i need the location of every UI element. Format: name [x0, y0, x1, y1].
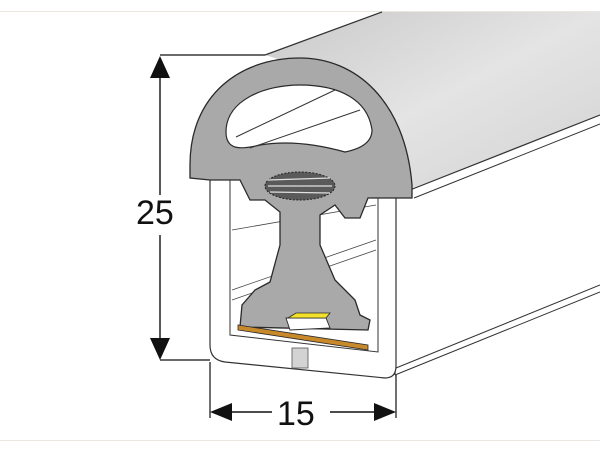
led-chip — [286, 312, 331, 319]
dome-extrusion — [264, 11, 600, 199]
height-dimension — [150, 54, 265, 361]
width-dimension — [209, 362, 397, 421]
height-dimension-label: 25 — [136, 194, 174, 232]
width-dimension-label: 15 — [275, 395, 317, 433]
mixing-texture — [264, 171, 336, 201]
housing-extrusion — [394, 198, 600, 376]
housing-notch — [291, 347, 309, 369]
bottom-border — [0, 440, 600, 441]
top-border — [0, 11, 600, 12]
pcb-strip — [237, 324, 369, 351]
led-assembly — [237, 312, 369, 351]
